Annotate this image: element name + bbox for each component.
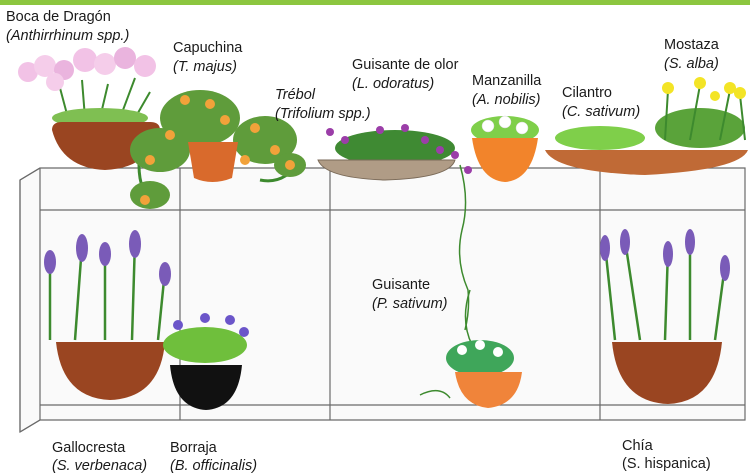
- label-boca-de-dragon-sci: (Anthirrhinum spp.): [6, 28, 130, 44]
- capuchina-plant: [130, 90, 306, 209]
- label-guisante-sci: (P. sativum): [372, 296, 448, 312]
- borraja-plant: [163, 313, 249, 410]
- label-mostaza: Mostaza: [664, 37, 719, 53]
- label-guisante-de-olor-sci: (L. odoratus): [352, 76, 435, 92]
- guisante-plant: [419, 289, 522, 408]
- gallocresta-plant: [44, 230, 171, 400]
- label-cilantro: Cilantro: [562, 85, 612, 101]
- label-capuchina-sci: (T. majus): [173, 59, 237, 75]
- label-trebol-sci: (Trifolium spp.): [275, 106, 371, 122]
- cilantro-mostaza-plant: [545, 77, 748, 175]
- label-manzanilla-sci: (A. nobilis): [472, 92, 541, 108]
- label-borraja: Borraja: [170, 440, 217, 456]
- label-capuchina: Capuchina: [173, 40, 243, 56]
- label-cilantro-sci: (C. sativum): [562, 104, 641, 120]
- label-trebol: Trébol: [275, 87, 316, 103]
- label-boca-de-dragon: Boca de Dragón: [6, 9, 111, 25]
- label-chia-sci: (S. hispanica): [622, 456, 711, 472]
- top-accent-bar: [0, 0, 750, 5]
- trebol-guisante-de-olor-plant: [317, 124, 472, 331]
- chia-plant: [600, 229, 730, 404]
- label-chia: Chía: [622, 438, 653, 454]
- label-mostaza-sci: (S. alba): [664, 56, 719, 72]
- label-gallocresta: Gallocresta: [52, 440, 126, 456]
- manzanilla-plant: [471, 115, 539, 182]
- label-guisante-de-olor: Guisante de olor: [352, 57, 459, 73]
- label-manzanilla: Manzanilla: [472, 73, 542, 89]
- label-borraja-sci: (B. officinalis): [170, 458, 258, 474]
- label-gallocresta-sci: (S. verbenaca): [52, 458, 148, 474]
- label-guisante: Guisante: [372, 277, 431, 293]
